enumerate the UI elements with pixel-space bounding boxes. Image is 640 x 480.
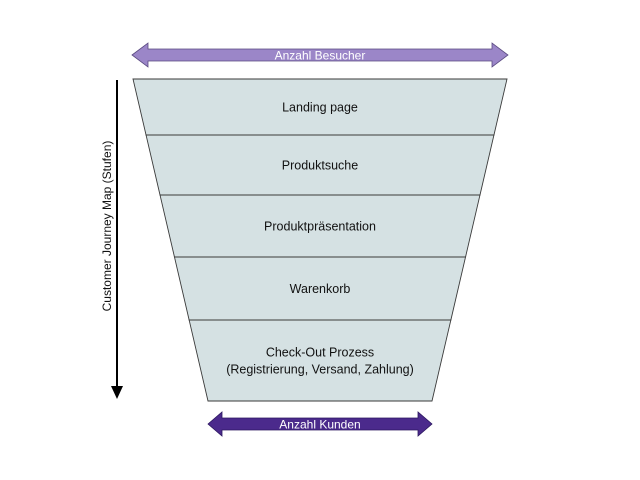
customers-arrow: Anzahl Kunden: [207, 411, 433, 437]
visitors-arrow-label: Anzahl Besucher: [275, 49, 366, 63]
visitors-arrow: Anzahl Besucher: [131, 42, 509, 68]
funnel-stage-label: Landing page: [282, 101, 358, 115]
visitors-double-arrow-icon: [131, 42, 509, 68]
funnel-stage-label: (Registrierung, Versand, Zahlung): [226, 363, 414, 377]
down-arrow-icon: [111, 386, 123, 399]
funnel-stage-band: [188, 319, 452, 402]
axis-label: Customer Journey Map (Stufen): [100, 141, 114, 312]
funnel-stage-label: Produktpräsentation: [264, 220, 376, 234]
funnel-stage-label: Warenkorb: [290, 282, 351, 296]
funnel-stage-label: Produktsuche: [282, 159, 358, 173]
journey-axis: Customer Journey Map (Stufen): [100, 80, 123, 399]
funnel: Landing pageProduktsucheProduktpräsentat…: [132, 78, 508, 402]
customers-arrow-label: Anzahl Kunden: [279, 418, 360, 432]
funnel-stage-label: Check-Out Prozess: [266, 346, 374, 360]
customers-double-arrow-icon: [207, 411, 433, 437]
